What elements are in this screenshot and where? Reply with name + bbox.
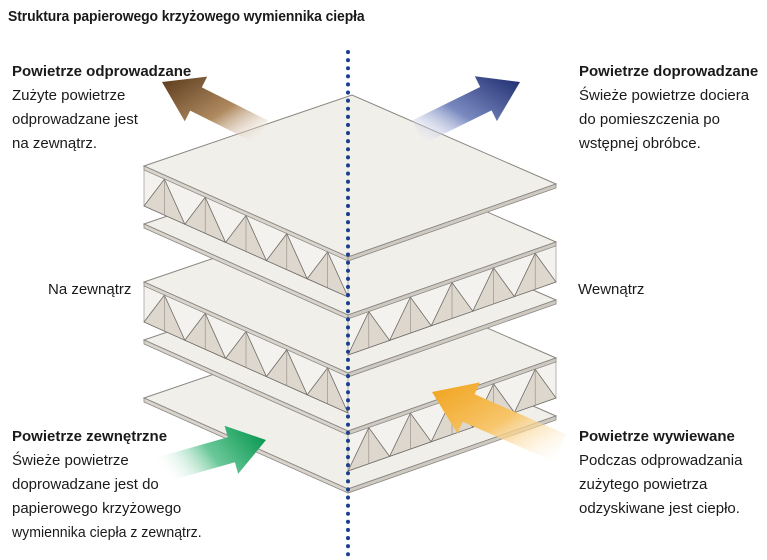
supply-air-heading: Powietrze doprowadzane bbox=[579, 63, 759, 80]
exhaust-air-callout: Powietrze odprowadzane Zużyte powietrze … bbox=[12, 60, 191, 156]
outside-label: Na zewnątrz bbox=[48, 281, 132, 298]
supply-air-text-line: Świeże powietrze dociera bbox=[579, 87, 750, 104]
outdoor-air-text-line: papierowego krzyżowego bbox=[12, 500, 182, 517]
exhaust-air-text-line: na zewnątrz. bbox=[12, 135, 98, 152]
outdoor-air-arrow bbox=[156, 425, 266, 483]
outdoor-air-heading: Powietrze zewnętrzne bbox=[12, 428, 168, 445]
supply-air-arrow bbox=[412, 76, 520, 144]
return-air-callout: Powietrze wywiewane Podczas odprowadzani… bbox=[579, 425, 742, 521]
return-air-text-line: Podczas odprowadzania bbox=[579, 452, 743, 469]
exhaust-air-arrow bbox=[162, 76, 268, 144]
supply-air-callout: Powietrze doprowadzane Świeże powietrze … bbox=[579, 60, 758, 156]
return-air-text-line: odzyskiwane jest ciepło. bbox=[579, 500, 740, 517]
airflow-arrows bbox=[156, 76, 567, 483]
plate-edge bbox=[347, 183, 557, 262]
return-air-arrow bbox=[432, 382, 567, 462]
return-air-text-line: zużytego powietrza bbox=[579, 476, 708, 493]
outdoor-air-text-line: Świeże powietrze bbox=[12, 452, 129, 469]
outdoor-air-callout: Powietrze zewnętrzne Świeże powietrze do… bbox=[12, 425, 214, 545]
exhaust-air-text-line: Zużyte powietrze bbox=[12, 87, 126, 104]
outdoor-air-text-line: doprowadzane jest do bbox=[12, 476, 159, 493]
page-title: Struktura papierowego krzyżowego wymienn… bbox=[8, 8, 365, 25]
supply-air-text-line: do pomieszczenia po bbox=[579, 111, 720, 128]
supply-air-text-line: wstępnej obróbce. bbox=[579, 135, 701, 152]
outdoor-air-text-line: wymiennika ciepła z zewnątrz. bbox=[12, 524, 202, 541]
inside-label: Wewnątrz bbox=[578, 281, 645, 298]
exhaust-air-heading: Powietrze odprowadzane bbox=[12, 63, 192, 80]
return-air-heading: Powietrze wywiewane bbox=[579, 428, 735, 445]
exhaust-air-text-line: odprowadzane jest bbox=[12, 111, 138, 128]
